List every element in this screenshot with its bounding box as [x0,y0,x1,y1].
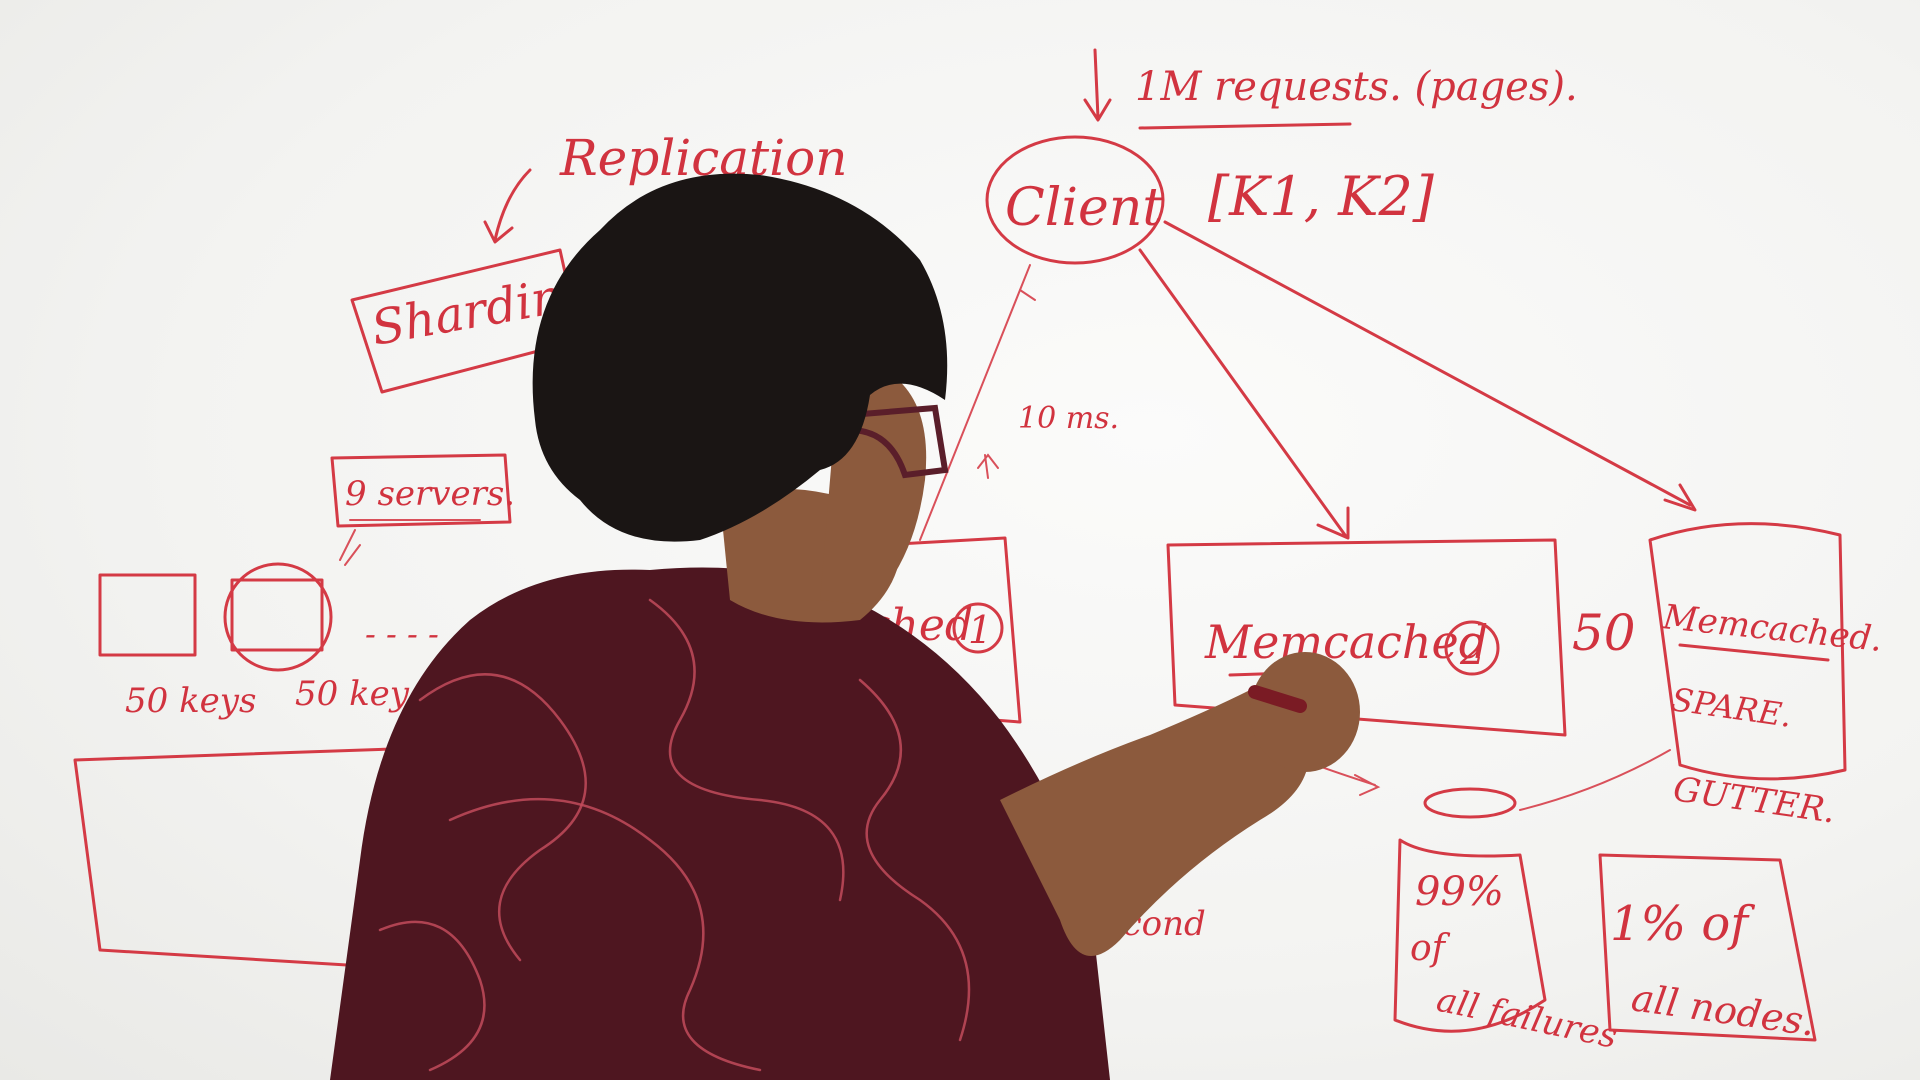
keys-list: [K1, K2] [1208,165,1435,228]
nodes-percent: 1% of [1610,896,1755,952]
failures-box [1393,838,1547,1033]
requests-underline [1138,122,1352,130]
nodes-box [1598,853,1817,1042]
shirt-pattern-5 [378,920,486,1072]
latency-arrows [977,289,1036,479]
keys-label-2: 50 key [295,674,410,714]
memcached-1-number: 1 [968,608,992,652]
failures-of: of [1410,928,1451,969]
shirt-pattern-1 [418,673,587,962]
servers-label: 9 servers. [345,474,515,514]
memcached-2-number: 2 [1459,628,1485,674]
incoming-arrow [1083,48,1112,122]
failures-percent: 99% [1415,869,1504,915]
presenter-hair [532,173,948,542]
spare-box [1648,522,1847,781]
dots-label: - - - - [365,615,439,653]
spare-divider [1678,643,1830,662]
servers-box [330,453,512,528]
shirt-pattern-2 [648,598,845,902]
client-label: Client [1005,178,1163,238]
shirt-pattern-3 [448,797,762,1072]
client-node [985,135,1165,265]
latency-label: 10 ms. [1018,401,1119,436]
keys-label-1: 50 keys [125,681,256,721]
spare-bottom-label: SPARE. [1669,680,1794,735]
fifty-label: 50 [1572,604,1636,662]
memcached-2-badge [1444,620,1500,676]
shirt-pattern-4 [858,678,971,1042]
glasses-icon [849,404,949,479]
servers-arrows [339,519,481,566]
memcached-2-label: Memcached [1204,615,1488,669]
marker-icon [1248,685,1307,713]
replication-arrow [483,168,532,244]
memcached-1-badge [952,602,1004,654]
arrow-to-memcached-2 [1138,248,1350,540]
failures-all: all failures [1433,980,1620,1057]
arrow-to-memcached-1 [919,264,1031,541]
presenter-arm [1000,690,1309,956]
failures-cylinder-top [1423,787,1517,819]
memcached-2-box [1166,538,1567,737]
key-box-2-circle [223,562,333,672]
key-box-2 [230,578,324,652]
gutter-connector [1519,749,1671,811]
presenter-shirt [330,567,1110,1080]
presenter-hand [1250,652,1360,772]
presenter [330,173,1360,1080]
key-box-1 [98,573,197,657]
spare-top-label: Memcached. [1660,597,1884,660]
requests-label: 1M requests. (pages). [1135,64,1578,110]
arrow-to-spare [1163,220,1697,512]
